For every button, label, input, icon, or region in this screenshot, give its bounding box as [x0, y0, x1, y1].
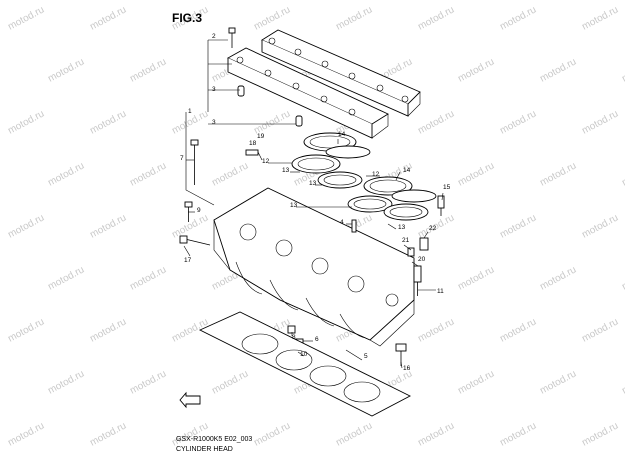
leader-lines — [183, 39, 444, 369]
watermark-text: motod.ru — [538, 368, 578, 396]
watermark-text: motod.ru — [580, 420, 620, 448]
callout-c8: 8 — [292, 334, 296, 341]
watermark-text: motod.ru — [170, 420, 210, 448]
watermark-text: motod.ru — [334, 420, 374, 448]
watermark-text: motod.ru — [456, 56, 496, 84]
callout-c6: 6 — [315, 336, 319, 343]
bolt-9 — [184, 201, 193, 222]
watermark-text: motod.ru — [128, 160, 168, 188]
watermark-text: motod.ru — [128, 56, 168, 84]
callout-c12a: 12 — [262, 158, 270, 165]
camshaft-holder-upper — [261, 29, 421, 117]
watermark-text: motod.ru — [128, 368, 168, 396]
watermark-text: motod.ru — [580, 316, 620, 344]
watermark-text: motod.ru — [416, 420, 456, 448]
watermark-text: motod.ru — [538, 160, 578, 188]
intake-pipes — [291, 132, 437, 221]
callout-c13d: 13 — [398, 224, 406, 231]
watermark-text: motod.ru — [580, 4, 620, 32]
callout-c16: 16 — [403, 365, 411, 372]
bolt-7 — [190, 139, 199, 185]
watermark-text: motod.ru — [620, 56, 625, 84]
callout-c4: 4 — [340, 219, 344, 226]
callout-c13c: 13 — [290, 202, 298, 209]
front-arrow-icon — [179, 391, 201, 409]
callout-c15: 15 — [443, 184, 451, 191]
watermark-text: motod.ru — [498, 212, 538, 240]
watermark-text: motod.ru — [88, 108, 128, 136]
callout-c13b: 13 — [309, 180, 317, 187]
watermark-text: motod.ru — [416, 316, 456, 344]
callout-c3b: 3 — [212, 119, 216, 126]
callout-c14a: 14 — [338, 131, 346, 138]
watermark-text: motod.ru — [538, 264, 578, 292]
callout-c12b: 12 — [372, 171, 380, 178]
watermark-text: motod.ru — [6, 4, 46, 32]
dowel-pins-3 — [237, 85, 303, 127]
cylinder-head — [213, 187, 415, 347]
watermark-text: motod.ru — [538, 56, 578, 84]
watermark-text: motod.ru — [620, 160, 625, 188]
watermark-text: motod.ru — [6, 316, 46, 344]
watermark-text: motod.ru — [46, 160, 86, 188]
watermark-text: motod.ru — [620, 264, 625, 292]
watermark-text: motod.ru — [498, 316, 538, 344]
callout-c20: 20 — [418, 256, 426, 263]
bolt-2 — [228, 27, 236, 48]
watermark-text: motod.ru — [170, 212, 210, 240]
callout-c18: 18 — [249, 140, 257, 147]
callout-c1: 1 — [188, 108, 192, 115]
callout-c10: 10 — [300, 351, 308, 358]
watermark-text: motod.ru — [498, 420, 538, 448]
watermark-text: motod.ru — [416, 108, 456, 136]
watermark-text: motod.ru — [88, 4, 128, 32]
bolt-17 — [179, 235, 211, 246]
watermark-text: motod.ru — [580, 108, 620, 136]
watermark-text: motod.ru — [416, 4, 456, 32]
callout-c14b: 14 — [403, 167, 411, 174]
watermark-text: motod.ru — [128, 264, 168, 292]
callout-c2: 2 — [212, 33, 216, 40]
callout-c22: 22 — [429, 225, 437, 232]
camshaft-holder-lower — [227, 47, 389, 139]
watermark-text: motod.ru — [620, 368, 625, 396]
callout-c19: 19 — [257, 133, 265, 140]
callout-c11: 11 — [437, 288, 444, 295]
watermark-text: motod.ru — [46, 56, 86, 84]
watermark-text: motod.ru — [46, 264, 86, 292]
watermark-text: motod.ru — [252, 420, 292, 448]
watermark-text: motod.ru — [498, 108, 538, 136]
watermark-text: motod.ru — [88, 316, 128, 344]
callout-c21: 21 — [402, 237, 410, 244]
figure-code: GSX-R1000K5 E02_003 — [176, 436, 253, 443]
callout-c13a: 13 — [282, 167, 290, 174]
watermark-text: motod.ru — [334, 4, 374, 32]
head-gasket — [198, 311, 411, 417]
watermark-text: motod.ru — [210, 368, 250, 396]
callout-c5: 5 — [364, 353, 368, 360]
callout-c17: 17 — [184, 257, 192, 264]
figure-subtitle: CYLINDER HEAD — [176, 446, 233, 453]
figure-title: FIG.3 — [172, 11, 203, 25]
callout-c7: 7 — [180, 155, 184, 162]
callout-c9: 9 — [197, 207, 201, 214]
watermark-text: motod.ru — [210, 160, 250, 188]
watermark-text: motod.ru — [498, 4, 538, 32]
watermark-text: motod.ru — [456, 264, 496, 292]
watermark-text: motod.ru — [456, 368, 496, 396]
watermark-text: motod.ru — [580, 212, 620, 240]
callout-layer: 1233456789101112121313131314141516171819… — [180, 33, 451, 372]
watermark-text: motod.ru — [6, 212, 46, 240]
watermark-text: motod.ru — [456, 160, 496, 188]
watermark-text: motod.ru — [46, 368, 86, 396]
watermark-text: motod.ru — [252, 4, 292, 32]
watermark-text: motod.ru — [88, 420, 128, 448]
watermark-text: motod.ru — [88, 212, 128, 240]
watermark-text: motod.ru — [6, 108, 46, 136]
callout-c3a: 3 — [212, 86, 216, 93]
watermark-text: motod.ru — [6, 420, 46, 448]
